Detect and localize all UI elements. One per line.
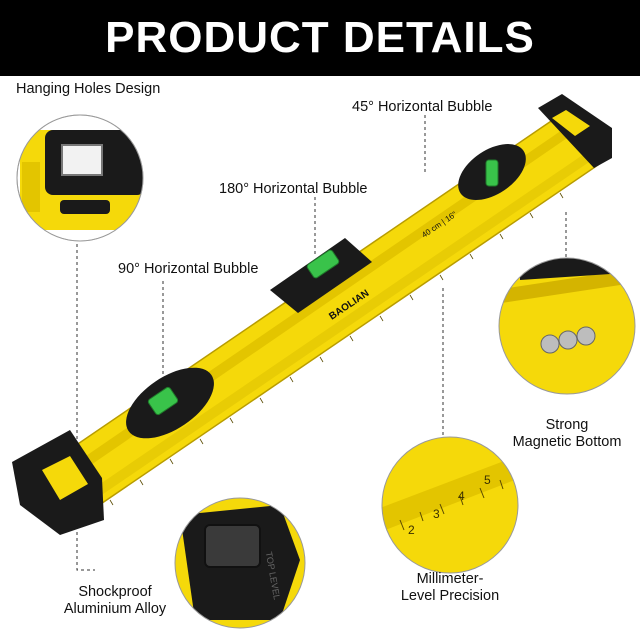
detail-magnetic-bottom <box>498 257 636 395</box>
label-magnetic-line1: Strong <box>545 417 589 433</box>
label-magnetic-bottom: Strong Magnetic Bottom <box>500 417 634 451</box>
svg-text:5: 5 <box>484 473 491 487</box>
page-title: PRODUCT DETAILS <box>105 13 535 62</box>
label-hanging-holes: Hanging Holes Design <box>16 81 161 97</box>
label-90-bubble: 90° Horizontal Bubble <box>118 261 259 277</box>
label-precision-line2: Level Precision <box>400 588 500 604</box>
vial-45 <box>458 143 526 201</box>
svg-text:2: 2 <box>408 523 415 537</box>
detail-shockproof-cap: TOP LEVEL <box>174 497 306 629</box>
svg-text:3: 3 <box>433 507 440 521</box>
label-180-bubble: 180° Horizontal Bubble <box>219 181 368 197</box>
detail-hanging-holes <box>16 114 144 242</box>
label-precision-line1: Millimeter- <box>416 571 484 587</box>
ruler-scale <box>109 192 564 506</box>
label-shockproof-line2: Aluminium Alloy <box>63 601 167 617</box>
label-shockproof-line1: Shockproof <box>78 584 152 600</box>
header-banner: PRODUCT DETAILS <box>0 0 640 76</box>
label-magnetic-line2: Magnetic Bottom <box>512 434 622 450</box>
callout-lines <box>76 115 567 571</box>
svg-text:4: 4 <box>458 489 465 503</box>
vial-180 <box>270 238 372 313</box>
label-45-bubble: 45° Horizontal Bubble <box>352 99 493 115</box>
detail-millimeter-scale: 2 3 4 5 <box>381 436 519 574</box>
label-precision: Millimeter- Level Precision <box>388 571 512 605</box>
label-shockproof: Shockproof Aluminium Alloy <box>50 584 180 618</box>
vial-90 <box>126 367 214 439</box>
spirit-level: BAOLIAN 40 cm | 16" <box>12 94 612 535</box>
